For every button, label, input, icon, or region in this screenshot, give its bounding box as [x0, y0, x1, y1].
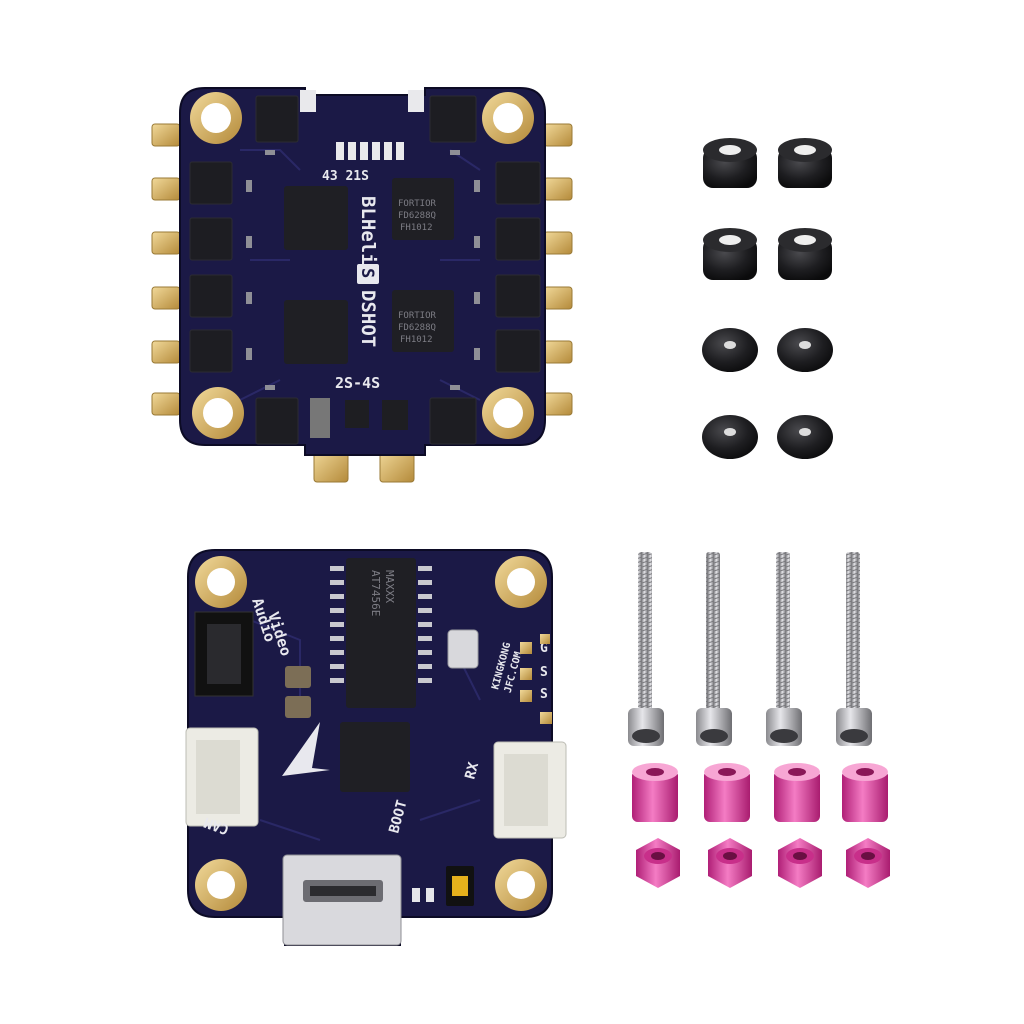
screws — [628, 552, 872, 746]
esc-firmware-label: BLHeli — [357, 196, 379, 265]
fc-mcu-chip — [340, 722, 410, 792]
spacer — [632, 763, 678, 822]
screw — [836, 552, 872, 746]
grommets — [702, 138, 833, 459]
nut — [778, 838, 822, 888]
esc-chip-model-b: FH1012 — [400, 223, 433, 233]
fc-osd-chip-label-b: MAXXX — [383, 570, 396, 603]
esc-chip-brand-2: FORTIOR — [398, 311, 437, 321]
grommet-ring — [702, 328, 758, 372]
grommet — [703, 228, 757, 280]
nut — [708, 838, 752, 888]
esc-chip-brand: FORTIOR — [398, 199, 437, 209]
esc-chip-model-b-2: FH1012 — [400, 335, 433, 345]
fc-osd-chip — [346, 558, 416, 708]
grommet — [778, 228, 832, 280]
esc-chip-model: FD6288Q — [398, 211, 436, 221]
grommet-ring — [777, 328, 833, 372]
esc-driver-chips — [284, 178, 454, 364]
grommet-ring — [777, 415, 833, 459]
fc-arrow-logo — [282, 722, 330, 776]
spacer — [774, 763, 820, 822]
fc-crystal — [447, 629, 479, 669]
fc-mount-holes — [195, 556, 547, 911]
fc-osd-chip-label: AT7456E — [369, 570, 382, 616]
esc-capacitor — [310, 398, 330, 438]
grommet — [703, 138, 757, 188]
esc-mosfets — [189, 95, 541, 445]
spacer — [842, 763, 888, 822]
screw — [696, 552, 732, 746]
spacers — [632, 763, 888, 822]
fc-s-label-a: S — [540, 687, 548, 702]
grommet — [778, 138, 832, 188]
nuts — [636, 838, 890, 888]
esc-chip-model-2: FD6288Q — [398, 323, 436, 333]
esc-voltage-label: 2S-4S — [335, 374, 380, 392]
fc-board: AT7456E MAXXX Audio Video CAM BOOT — [185, 549, 567, 946]
screw — [766, 552, 802, 746]
fc-s-label-b: S — [540, 665, 548, 680]
screw — [628, 552, 664, 746]
nut — [636, 838, 680, 888]
fc-g-label: G — [540, 641, 548, 656]
esc-pin-labels: 43 21S — [322, 169, 369, 184]
fc-rx-label: RX — [462, 760, 482, 781]
grommet-ring — [702, 415, 758, 459]
spacer — [704, 763, 750, 822]
esc-firmware-suffix: S — [357, 268, 377, 278]
esc-protocol-label: DSHOT — [357, 290, 379, 347]
nut — [846, 838, 890, 888]
esc-board: 43 21S FORTIOR FD6288Q FH1012 FORTIOR FD… — [151, 87, 573, 483]
esc-mount-holes — [190, 92, 534, 439]
